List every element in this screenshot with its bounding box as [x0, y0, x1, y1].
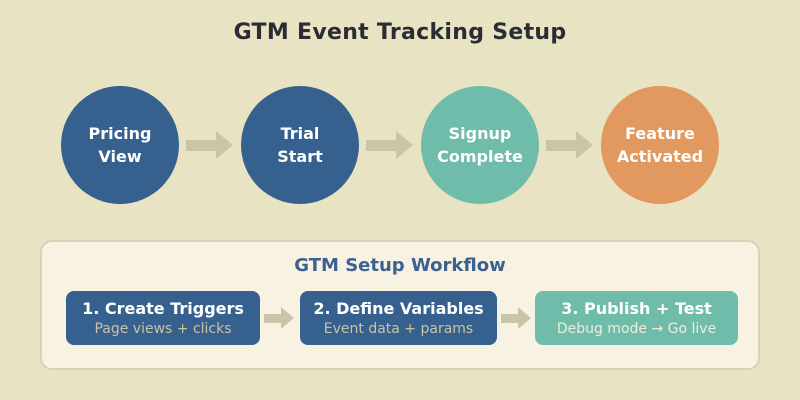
- stage-label-line: Trial: [280, 123, 320, 143]
- step-subtitle: Debug mode → Go live: [556, 320, 717, 337]
- arrow-shaft: [264, 313, 281, 323]
- arrow-shaft: [366, 139, 396, 151]
- arrow-shaft: [546, 139, 576, 151]
- flow-arrow-icon: [501, 307, 531, 329]
- funnel-stage-signup-complete: Signup Complete: [421, 86, 539, 204]
- step-title: 1. Create Triggers: [82, 298, 244, 318]
- funnel-stage-feature-activated: Feature Activated: [601, 86, 719, 204]
- step-subtitle: Event data + params: [323, 320, 474, 337]
- stage-label-line: Complete: [437, 147, 523, 166]
- arrow-head: [281, 307, 294, 329]
- arrow-head: [396, 131, 413, 159]
- funnel-stage-trial-start: Trial Start: [241, 86, 359, 204]
- flow-arrow-icon: [186, 131, 233, 159]
- workflow-step-publish-test: 3. Publish + Test Debug mode → Go live: [535, 291, 738, 345]
- stage-label-line: Pricing: [88, 123, 152, 143]
- stage-label-line: Feature: [625, 123, 695, 143]
- step-subtitle: Page views + clicks: [94, 320, 232, 337]
- stage-label-line: Activated: [616, 147, 704, 166]
- funnel-stage-pricing-view: Pricing View: [61, 86, 179, 204]
- flow-arrow-icon: [366, 131, 413, 159]
- workflow-step-define-variables: 2. Define Variables Event data + params: [300, 291, 497, 345]
- arrow-shaft: [501, 313, 518, 323]
- page-title: GTM Event Tracking Setup: [233, 20, 567, 45]
- flow-arrow-icon: [264, 307, 294, 329]
- workflow-panel-title: GTM Setup Workflow: [294, 255, 506, 276]
- arrow-head: [216, 131, 233, 159]
- flow-arrow-icon: [546, 131, 593, 159]
- step-title: 3. Publish + Test: [561, 298, 712, 318]
- arrow-shaft: [186, 139, 216, 151]
- stage-label-line: Signup: [448, 123, 512, 143]
- stage-label-line: Start: [277, 147, 323, 166]
- workflow-step-create-triggers: 1. Create Triggers Page views + clicks: [66, 291, 260, 345]
- stage-label-line: View: [98, 147, 142, 166]
- arrow-head: [518, 307, 531, 329]
- arrow-head: [576, 131, 593, 159]
- step-title: 2. Define Variables: [313, 298, 484, 318]
